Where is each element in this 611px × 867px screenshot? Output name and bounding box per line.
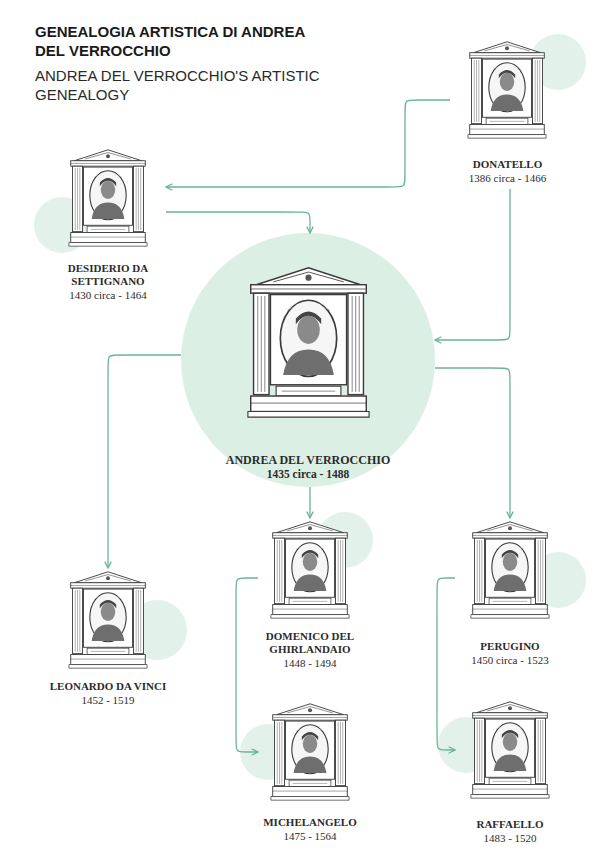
- connector-arrow: [437, 578, 455, 750]
- artist-name: ANDREA DEL VERROCCHIO: [181, 453, 435, 467]
- life-dates: 1430 circa - 1464: [50, 288, 166, 302]
- artist-card: PERUGINO1450 circa - 1523: [455, 518, 565, 671]
- portrait-engraving: [471, 702, 549, 798]
- page-title: GENEALOGIA ARTISTICA DI ANDREA DEL VERRO…: [35, 22, 335, 60]
- artist-card: MICHELANGELO1475 - 1564: [258, 700, 362, 847]
- life-dates: 1450 circa - 1523: [455, 653, 565, 667]
- connector-arrow: [166, 100, 450, 187]
- title-block: GENEALOGIA ARTISTICA DI ANDREA DEL VERRO…: [35, 22, 335, 104]
- artist-name: MICHELANGELO: [258, 816, 362, 829]
- artist-name: LEONARDO DA VINCI: [45, 680, 171, 693]
- life-dates: 1452 - 1519: [45, 693, 171, 707]
- portrait-engraving: [468, 42, 546, 138]
- accent-circle: [181, 233, 435, 487]
- life-dates: 1475 - 1564: [258, 829, 362, 843]
- artist-card: DOMENICO DEL GHIRLANDAIO1448 - 1494: [258, 518, 362, 674]
- artist-card: DONATELLO1386 circa - 1466: [450, 38, 565, 189]
- portrait-engraving: [69, 572, 147, 668]
- connector-arrow: [166, 212, 310, 233]
- portrait-engraving: [271, 704, 349, 800]
- artist-name: DONATELLO: [450, 158, 565, 171]
- artist-card: LEONARDO DA VINCI1452 - 1519: [45, 568, 171, 711]
- connector-arrow: [435, 189, 510, 340]
- life-dates: 1483 - 1520: [455, 831, 565, 845]
- artist-card: DESIDERIO DA SETTIGNANO1430 circa - 1464: [50, 146, 166, 306]
- portrait-engraving: [471, 522, 549, 618]
- portrait-engraving: [271, 522, 349, 618]
- life-dates: 1386 circa - 1466: [450, 171, 565, 185]
- connector-arrow: [435, 368, 510, 518]
- artist-card: RAFFAELLO1483 - 1520: [455, 700, 565, 849]
- life-dates: 1435 circa - 1488: [181, 467, 435, 481]
- portrait-engraving: [69, 150, 147, 246]
- artist-name: DOMENICO DEL GHIRLANDAIO: [258, 630, 362, 656]
- artist-name: DESIDERIO DA SETTIGNANO: [50, 262, 166, 288]
- connector-arrow: [309, 487, 310, 518]
- artist-card: ANDREA DEL VERROCCHIO1435 circa - 1488: [181, 233, 435, 487]
- connector-arrow: [236, 578, 258, 752]
- page-subtitle: ANDREA DEL VERROCCHIO'S ARTISTIC GENEALO…: [35, 66, 335, 104]
- artist-name: RAFFAELLO: [455, 818, 565, 831]
- connector-arrow: [108, 355, 181, 568]
- life-dates: 1448 - 1494: [258, 656, 362, 670]
- portrait-engraving: [248, 268, 369, 417]
- artist-name: PERUGINO: [455, 640, 565, 653]
